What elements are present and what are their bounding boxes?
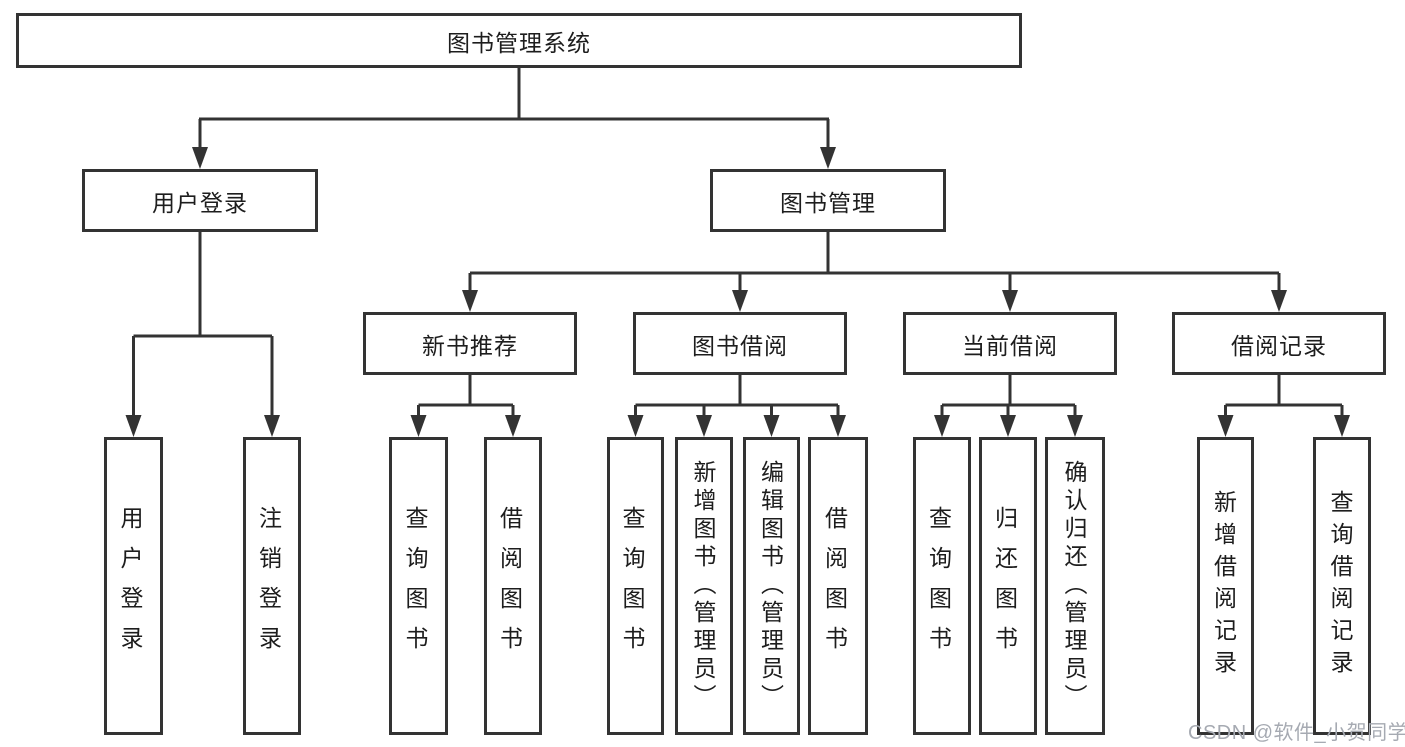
connector-lines bbox=[132, 68, 1344, 420]
leaf-label: 归还图书 bbox=[991, 506, 1018, 666]
leaf-edit-books-admin: 编辑图书（管理员） bbox=[743, 437, 800, 735]
leaf-query-books-recommend: 查询图书 bbox=[389, 437, 448, 735]
node-current-borrowing: 当前借阅 bbox=[903, 312, 1117, 375]
arrow-down-icon bbox=[732, 290, 748, 312]
arrow-down-icon bbox=[696, 415, 712, 437]
arrow-down-icon bbox=[1334, 415, 1350, 437]
leaf-label: 查询图书 bbox=[619, 506, 645, 666]
leaf-add-books-admin: 新增图书（管理员） bbox=[675, 437, 733, 735]
leaf-borrow-books-borrowing: 借阅图书 bbox=[808, 437, 868, 735]
leaf-return-books: 归还图书 bbox=[979, 437, 1037, 735]
leaf-query-books-borrowing: 查询图书 bbox=[607, 437, 664, 735]
arrow-down-icon bbox=[264, 415, 280, 437]
leaf-logout: 注销登录 bbox=[243, 437, 301, 735]
leaf-query-books-current: 查询图书 bbox=[913, 437, 971, 735]
arrow-down-icon bbox=[125, 415, 142, 437]
arrow-down-icon bbox=[1271, 290, 1287, 312]
node-book-borrowing: 图书借阅 bbox=[633, 312, 847, 375]
leaf-add-borrow-record: 新增借阅记录 bbox=[1197, 437, 1254, 735]
leaf-label: 新增借阅记录 bbox=[1210, 490, 1237, 682]
leaf-label: 用户登录 bbox=[117, 506, 143, 666]
arrow-down-icon bbox=[934, 415, 950, 437]
leaf-label: 查询图书 bbox=[925, 506, 952, 666]
arrow-down-icon bbox=[1000, 415, 1016, 437]
arrowhead-icons bbox=[125, 147, 1350, 437]
leaf-confirm-return-admin: 确认归还（管理员） bbox=[1045, 437, 1105, 735]
arrow-down-icon bbox=[505, 415, 521, 437]
arrow-down-icon bbox=[410, 415, 427, 437]
leaf-label: 查询图书 bbox=[402, 506, 428, 666]
arrow-down-icon bbox=[820, 147, 836, 169]
arrow-down-icon bbox=[830, 415, 846, 437]
node-borrowing-records: 借阅记录 bbox=[1172, 312, 1386, 375]
arrow-down-icon bbox=[1002, 290, 1018, 312]
leaf-label: 确认归还（管理员） bbox=[1061, 460, 1087, 712]
arrow-down-icon bbox=[627, 415, 644, 437]
leaf-query-borrow-record: 查询借阅记录 bbox=[1313, 437, 1371, 735]
leaf-label: 借阅图书 bbox=[821, 506, 848, 666]
leaf-label: 借阅图书 bbox=[496, 506, 523, 666]
node-book-management: 图书管理 bbox=[710, 169, 946, 232]
arrow-down-icon bbox=[192, 147, 208, 169]
node-new-book-recommendation: 新书推荐 bbox=[363, 312, 577, 375]
leaf-label: 注销登录 bbox=[255, 506, 282, 666]
csdn-watermark: CSDN @软件_小贺同学 bbox=[1188, 722, 1405, 744]
node-library-system: 图书管理系统 bbox=[16, 13, 1022, 68]
leaf-label: 编辑图书（管理员） bbox=[757, 460, 784, 712]
node-user-login: 用户登录 bbox=[82, 169, 318, 232]
leaf-borrow-books-recommend: 借阅图书 bbox=[484, 437, 542, 735]
arrow-down-icon bbox=[1067, 415, 1083, 437]
arrow-down-icon bbox=[763, 415, 780, 437]
arrow-down-icon bbox=[1217, 415, 1234, 437]
arrow-down-icon bbox=[462, 290, 478, 312]
leaf-label: 查询借阅记录 bbox=[1327, 490, 1353, 682]
leaf-label: 新增图书（管理员） bbox=[690, 460, 716, 712]
leaf-user-login: 用户登录 bbox=[104, 437, 163, 735]
